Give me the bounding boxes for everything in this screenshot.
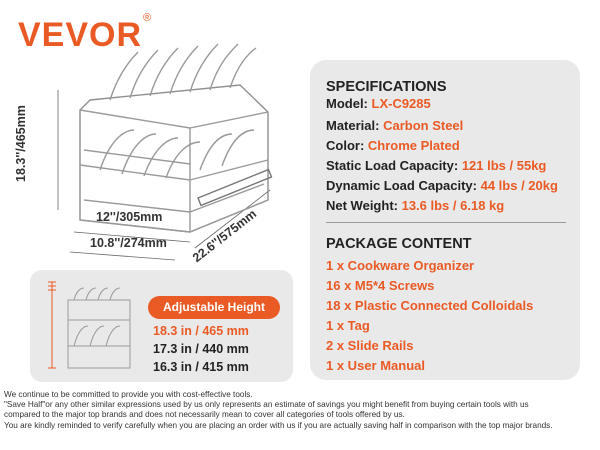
disclaimer-line: You are kindly reminded to verify carefu… [4,420,553,430]
spec-value: Chrome Plated [367,138,460,153]
height-dimension-label: 18.3''/465mm [14,105,28,182]
rack-thumbnail-drawing [48,281,131,369]
brand-logo: VEVOR [18,16,143,54]
spec-net-weight: Net Weight: 13.6 lbs / 6.18 kg [326,198,504,213]
section-divider [326,222,566,223]
disclaimer-line: We continue to be committed to provide y… [4,390,253,399]
spec-value: Carbon Steel [383,118,464,133]
height-option: 17.3 in / 440 mm [153,342,249,356]
spec-static-load: Static Load Capacity: 121 lbs / 55kg [326,158,546,173]
package-item: 16 x M5*4 Screws [326,278,435,293]
specifications-heading: SPECIFICATIONS [326,79,447,95]
spec-label: Static Load Capacity: [326,158,462,173]
organizer-rack-drawing [57,43,273,261]
spec-label: Model: [326,96,372,111]
specifications-panel: SPECIFICATIONS Model: LX-C9285 Material:… [310,60,580,380]
spec-value: 44 lbs / 20kg [480,178,558,193]
height-option-selected: 18.3 in / 465 mm [153,324,249,338]
adjustable-height-badge: Adjustable Height [148,296,280,319]
disclaimer-line: "Save Half"or any other similar expressi… [4,400,529,410]
spec-dynamic-load: Dynamic Load Capacity: 44 lbs / 20kg [326,178,558,193]
package-item: 2 x Slide Rails [326,338,414,353]
spec-label: Dynamic Load Capacity: [326,178,481,193]
brand-registered-mark: ® [143,12,152,24]
package-item: 1 x Tag [326,318,370,333]
spec-material: Material: Carbon Steel [326,118,463,133]
spec-label: Material: [326,118,384,133]
package-content-heading: PACKAGE CONTENT [326,236,472,252]
disclaimer: We continue to be committed to provide y… [4,390,596,431]
package-item: 1 x User Manual [326,358,425,373]
spec-value: LX-C9285 [371,96,431,111]
width-dimension-label: 10.8''/274mm [90,236,167,250]
spec-color: Color: Chrome Plated [326,138,460,153]
package-item: 18 x Plastic Connected Colloidals [326,298,534,313]
adjustable-height-panel: Adjustable Height 18.3 in / 465 mm 17.3 … [30,270,293,382]
spec-model: Model: LX-C9285 [326,96,431,111]
package-item: 1 x Cookware Organizer [326,258,475,273]
depth-dimension-label: 12''/305mm [96,210,163,224]
spec-value: 13.6 lbs / 6.18 kg [401,198,505,213]
spec-label: Color: [326,138,368,153]
spec-label: Net Weight: [326,198,402,213]
height-option: 16.3 in / 415 mm [153,360,249,374]
disclaimer-line: compared to the major top brands and doe… [4,410,405,420]
product-illustration: 18.3''/465mm 12''/305mm 10.8''/274mm 22.… [0,30,300,270]
spec-value: 121 lbs / 55kg [461,158,547,173]
